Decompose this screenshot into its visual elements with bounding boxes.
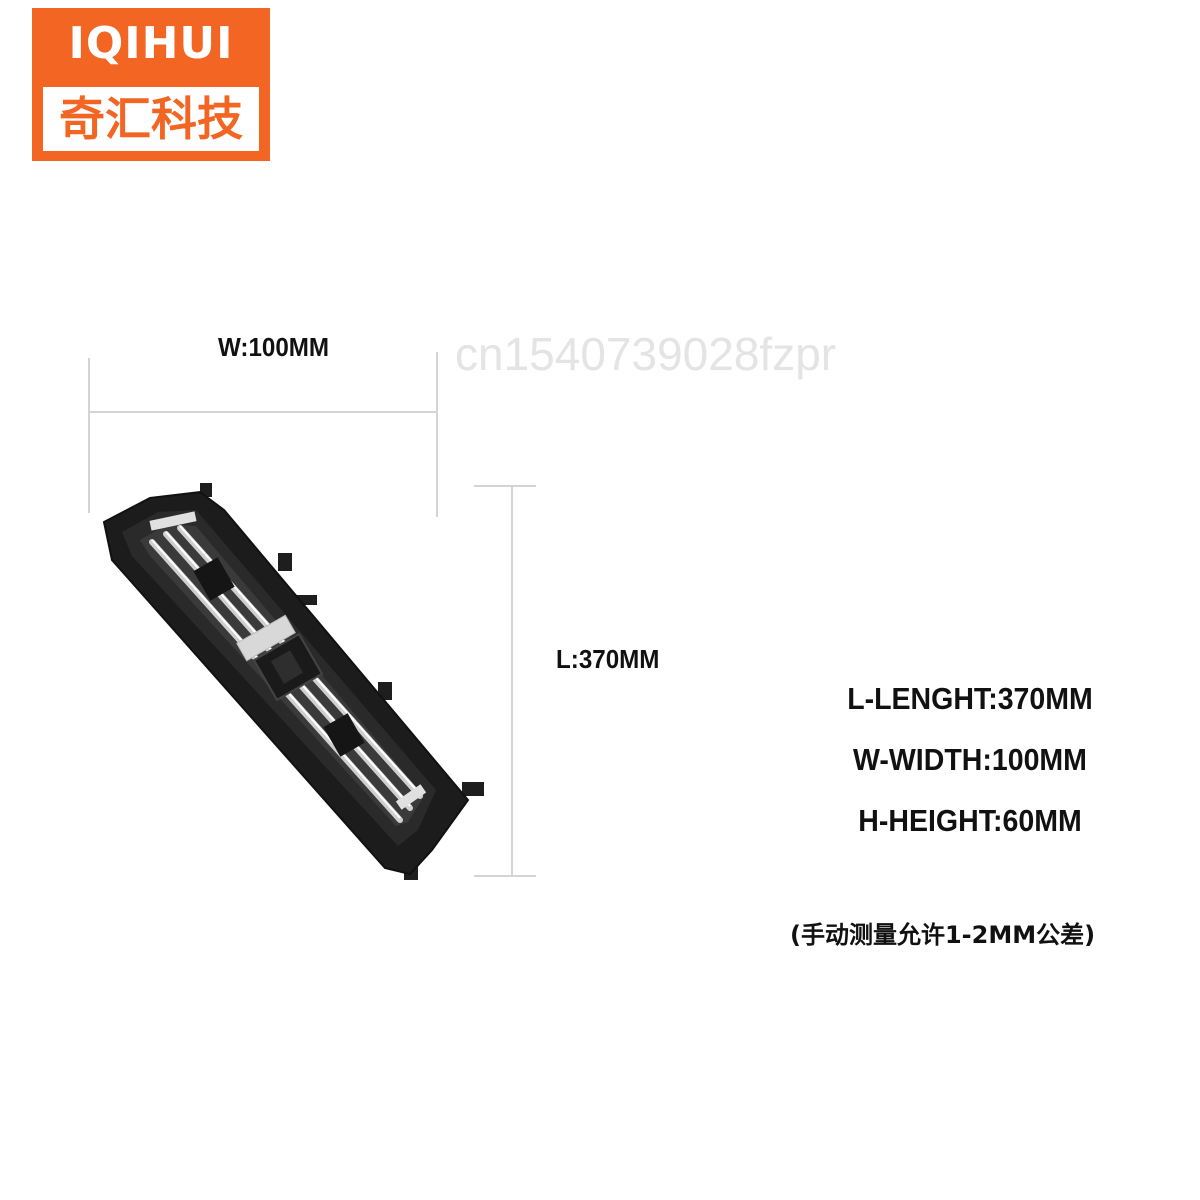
width-dimension-lines [88, 352, 438, 517]
spec-length: L-LENGHT:370MM [847, 681, 1093, 716]
watermark-text: cn1540739028fzpr [455, 328, 837, 380]
length-dimension-label: L:370MM [556, 644, 660, 674]
air-vent-grille-icon [102, 483, 484, 880]
brand-name-cn: 奇汇科技 [59, 92, 243, 146]
brand-name-en: IQIHUI [68, 18, 234, 69]
brand-logo: IQIHUI 奇汇科技 [32, 8, 270, 161]
width-dimension-label: W:100MM [218, 332, 330, 362]
spec-list: L-LENGHT:370MM W-WIDTH:100MM H-HEIGHT:60… [790, 668, 1150, 851]
tolerance-note: (手动测量允许1-2MM公差) [790, 921, 1096, 949]
brand-name-cn-box: 奇汇科技 [40, 84, 262, 154]
spec-height: H-HEIGHT:60MM [858, 803, 1082, 838]
length-dimension-lines [474, 485, 536, 877]
spec-width: W-WIDTH:100MM [853, 742, 1087, 777]
